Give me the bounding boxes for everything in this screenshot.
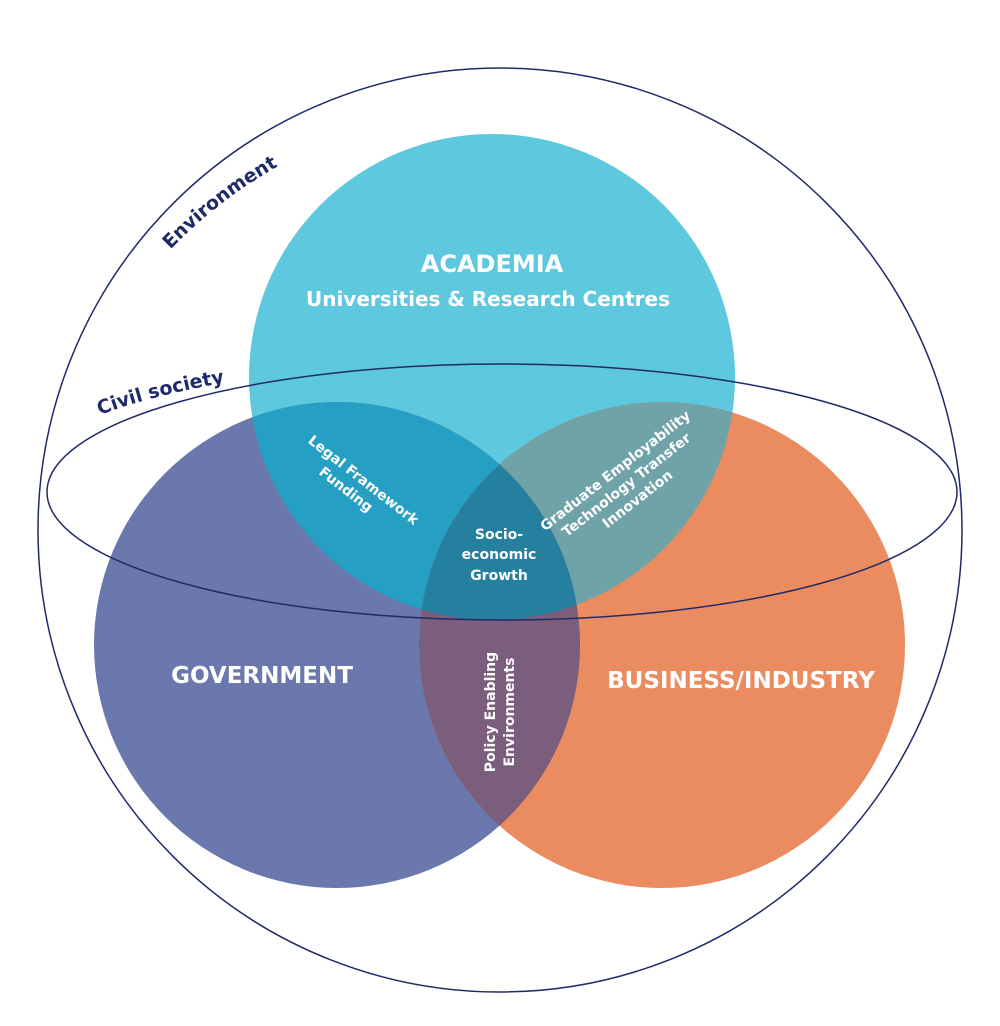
civil-society-label: Civil society xyxy=(94,366,226,420)
business-title: BUSINESS/INDUSTRY xyxy=(607,668,875,694)
academia-subtitle: Universities & Research Centres xyxy=(306,287,670,311)
center-label: Socio- economic Growth xyxy=(462,527,537,584)
svg-text:Policy Enabling: Policy Enabling xyxy=(483,652,499,772)
civil-society-boundary xyxy=(46,363,958,621)
svg-text:Growth: Growth xyxy=(470,568,528,584)
environment-boundary xyxy=(37,67,963,993)
center-overlap xyxy=(419,402,580,620)
svg-text:Environments: Environments xyxy=(502,657,518,766)
academia-title: ACADEMIA xyxy=(421,250,564,278)
svg-text:economic: economic xyxy=(462,547,537,563)
government-title: GOVERNMENT xyxy=(171,663,353,689)
government-business-label: Policy Enabling Environments xyxy=(483,652,518,772)
environment-label: Environment xyxy=(158,151,280,253)
svg-text:Socio-: Socio- xyxy=(475,527,523,543)
